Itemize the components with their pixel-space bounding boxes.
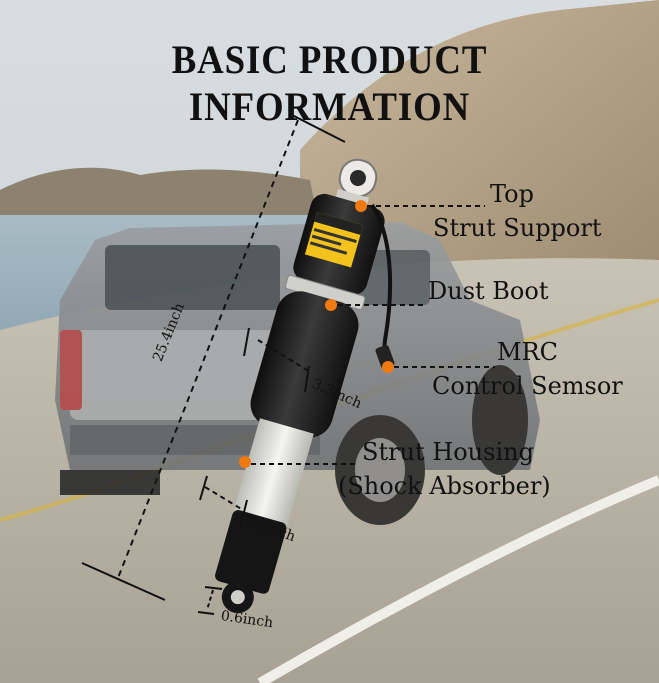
label-strut-support: Strut Support bbox=[433, 214, 602, 242]
overall-tick-top bbox=[291, 114, 346, 143]
marker-top bbox=[355, 200, 367, 212]
shock-assembly bbox=[215, 158, 385, 614]
label-top: Top bbox=[490, 180, 534, 208]
marker-dust-boot bbox=[325, 299, 337, 311]
housing-dim-tick-b bbox=[239, 499, 248, 529]
label-strut-housing: Strut Housing bbox=[362, 438, 534, 466]
overall-tick-bottom bbox=[81, 562, 166, 601]
label-mrc: MRC bbox=[497, 338, 559, 366]
boot-dim-tick-a bbox=[243, 327, 250, 357]
page-title: BASIC PRODUCT INFORMATION bbox=[171, 37, 488, 129]
marker-mrc bbox=[382, 361, 394, 373]
eye-dim-line bbox=[206, 589, 214, 611]
eye-dim-tick-b bbox=[197, 611, 215, 615]
marker-housing bbox=[239, 456, 251, 468]
label-shock-absorber: (Shock Absorber) bbox=[338, 472, 551, 500]
boot-dim-line bbox=[257, 339, 311, 373]
label-dust-boot: Dust Boot bbox=[428, 277, 549, 305]
boot-dim-tick-b bbox=[304, 365, 310, 393]
overall-dimension-line bbox=[117, 119, 299, 579]
road-edge-line bbox=[257, 475, 659, 683]
housing-dim-line bbox=[204, 486, 244, 511]
cliff-left bbox=[0, 167, 320, 230]
label-control-sensor: Control Semsor bbox=[432, 372, 623, 400]
eye-dim-tick-a bbox=[204, 586, 223, 590]
housing-dim-tick-a bbox=[199, 475, 208, 501]
